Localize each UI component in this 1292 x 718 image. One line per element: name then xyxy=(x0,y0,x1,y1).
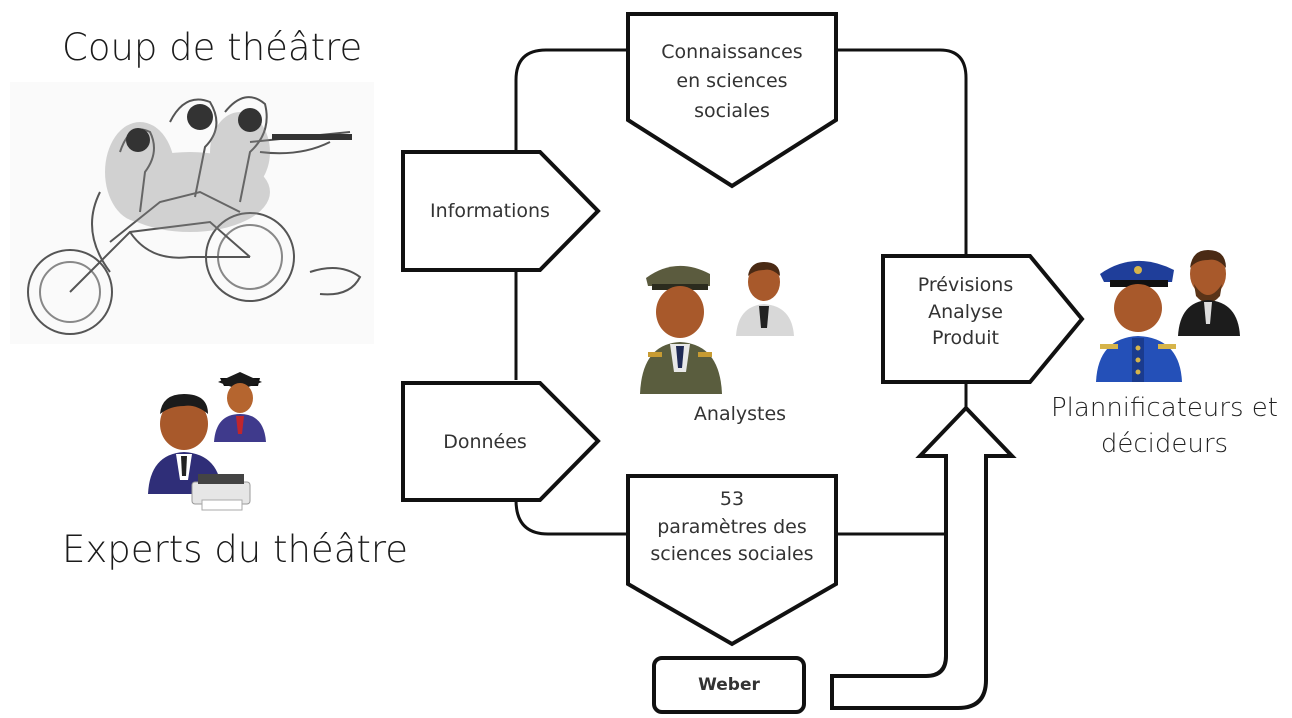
output-label: Prévisions Analyse Produit xyxy=(883,272,1048,352)
weber-hollow-arrow xyxy=(830,405,1017,710)
knowledge-label: Connaissances en sciences sociales xyxy=(628,38,836,126)
output-line-3: Produit xyxy=(932,327,999,350)
parameters-label: 53 paramètres des sciences sociales xyxy=(628,486,836,569)
knowledge-shape xyxy=(626,12,838,189)
knowledge-line-2: en sciences xyxy=(676,70,788,93)
weber-label: Weber xyxy=(698,675,760,695)
decision-makers-line-1: Plannificateurs et xyxy=(1051,393,1278,423)
donnees-label: Données xyxy=(443,431,527,453)
parameters-line-2: paramètres des xyxy=(657,515,807,538)
knowledge-line-3: sociales xyxy=(694,99,770,122)
decision-makers-line-2: décideurs xyxy=(1100,429,1229,460)
officer-and-analyst-icon xyxy=(640,262,794,394)
informations-label: Informations xyxy=(430,200,550,222)
analysts-label: Analystes xyxy=(693,403,787,425)
top-title: Coup de théâtre xyxy=(62,26,363,69)
graduate-and-businessman-icon xyxy=(148,372,266,511)
output-line-2: Analyse xyxy=(928,300,1003,323)
parameters-line-1: 53 xyxy=(719,488,745,510)
bottom-title: Experts du théâtre xyxy=(62,528,409,571)
parameters-shape xyxy=(626,474,838,647)
output-line-1: Prévisions xyxy=(917,274,1014,296)
donnees-shape xyxy=(401,381,601,502)
motorcycle-militia-sketch-icon xyxy=(10,82,374,344)
output-shape xyxy=(881,254,1085,384)
flow-connector-bottom-loop xyxy=(514,499,948,536)
weber-box xyxy=(652,656,806,714)
police-chief-and-executive-icon xyxy=(1096,250,1240,382)
informations-shape xyxy=(401,150,601,272)
parameters-line-3: sciences sociales xyxy=(650,543,814,566)
knowledge-line-1: Connaissances xyxy=(661,41,803,63)
decision-makers-title: Plannificateurs et décideurs xyxy=(1042,390,1287,463)
